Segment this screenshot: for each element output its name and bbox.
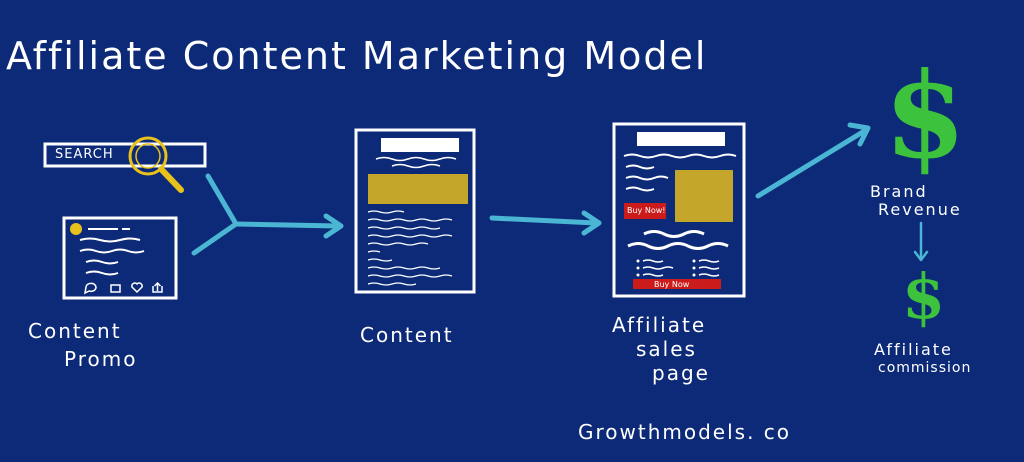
social-post-card <box>62 216 178 300</box>
affiliate-sales-label-line1: Affiliate <box>612 313 707 337</box>
buy-now-badge <box>624 203 666 219</box>
revenue-to-commission-arrow <box>913 221 929 262</box>
affiliate-sales-label-line2: sales <box>636 337 697 361</box>
search-bar <box>43 142 207 168</box>
buy-now-banner-label: Buy Now <box>654 280 690 289</box>
brand-revenue-label-line2: Revenue <box>878 200 962 219</box>
diagram-title: Affiliate Content Marketing Model <box>6 34 708 78</box>
credit-label: Growthmodels. co <box>578 420 792 444</box>
comment-icon <box>84 282 97 295</box>
commission-label-line1: Affiliate <box>874 340 953 359</box>
heart-icon <box>131 282 143 294</box>
commission-label-line2: commission <box>878 360 972 376</box>
content-label: Content <box>360 323 454 347</box>
sales-page <box>612 122 746 298</box>
product-image <box>675 170 733 222</box>
content-to-sales-arrow <box>489 210 602 236</box>
content-promo-label-line2: Promo <box>64 347 138 371</box>
sales-to-revenue-arrow <box>755 122 871 199</box>
content-hero-image <box>368 174 468 204</box>
retweet-icon <box>110 284 121 293</box>
avatar <box>70 223 82 235</box>
content-page <box>354 128 476 294</box>
search-input-label: SEARCH <box>55 147 114 162</box>
buy-now-banner <box>633 279 721 289</box>
content-promo-label-line1: Content <box>28 319 122 343</box>
buy-now-badge-label: Buy Now! <box>627 206 666 215</box>
magnifier-icon <box>128 136 184 193</box>
affiliate-sales-label-line3: page <box>652 361 710 385</box>
brand-revenue-label-line1: Brand <box>870 182 928 201</box>
share-icon <box>152 281 163 293</box>
brand-revenue-dollar-icon: $ <box>884 46 967 185</box>
commission-dollar-icon: $ <box>902 260 946 333</box>
promo-to-content-arrow <box>191 173 344 256</box>
